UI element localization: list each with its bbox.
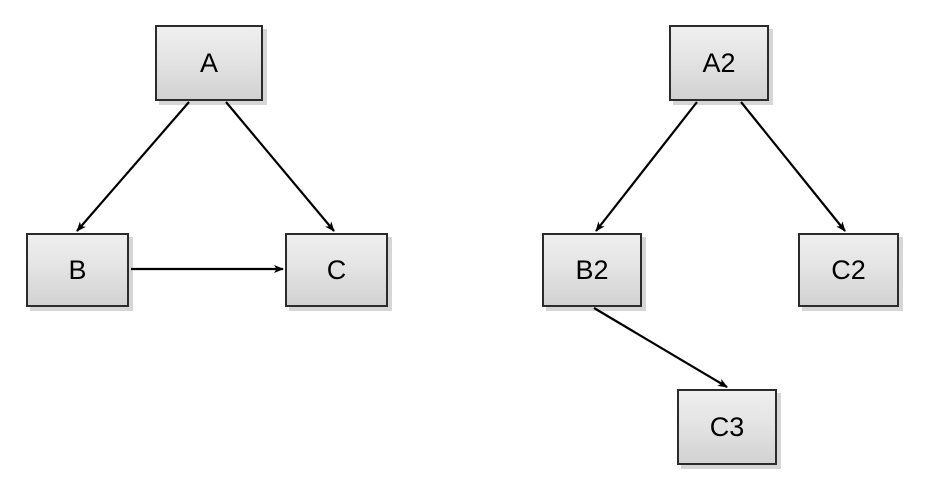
node-b[interactable]: B	[26, 233, 129, 307]
node-c[interactable]: C	[285, 233, 388, 307]
edge-a2-to-c2	[740, 101, 846, 232]
node-label: A	[199, 47, 218, 78]
edges-group	[76, 101, 846, 388]
node-label: B2	[575, 254, 609, 285]
node-c3[interactable]: C3	[677, 389, 777, 465]
edge-a-to-c	[225, 101, 335, 232]
node-a2[interactable]: A2	[669, 25, 769, 101]
node-label: C3	[709, 411, 745, 442]
node-b2[interactable]: B2	[542, 233, 642, 307]
node-label: C	[326, 254, 347, 285]
edge-a-to-b	[76, 101, 190, 232]
edge-a2-to-b2	[595, 101, 698, 232]
edge-b2-to-c3	[593, 307, 728, 388]
node-label: A2	[702, 47, 736, 78]
node-label: B	[68, 254, 87, 285]
node-label: C2	[831, 254, 866, 285]
node-c2[interactable]: C2	[798, 233, 899, 307]
node-a[interactable]: A	[155, 25, 263, 101]
